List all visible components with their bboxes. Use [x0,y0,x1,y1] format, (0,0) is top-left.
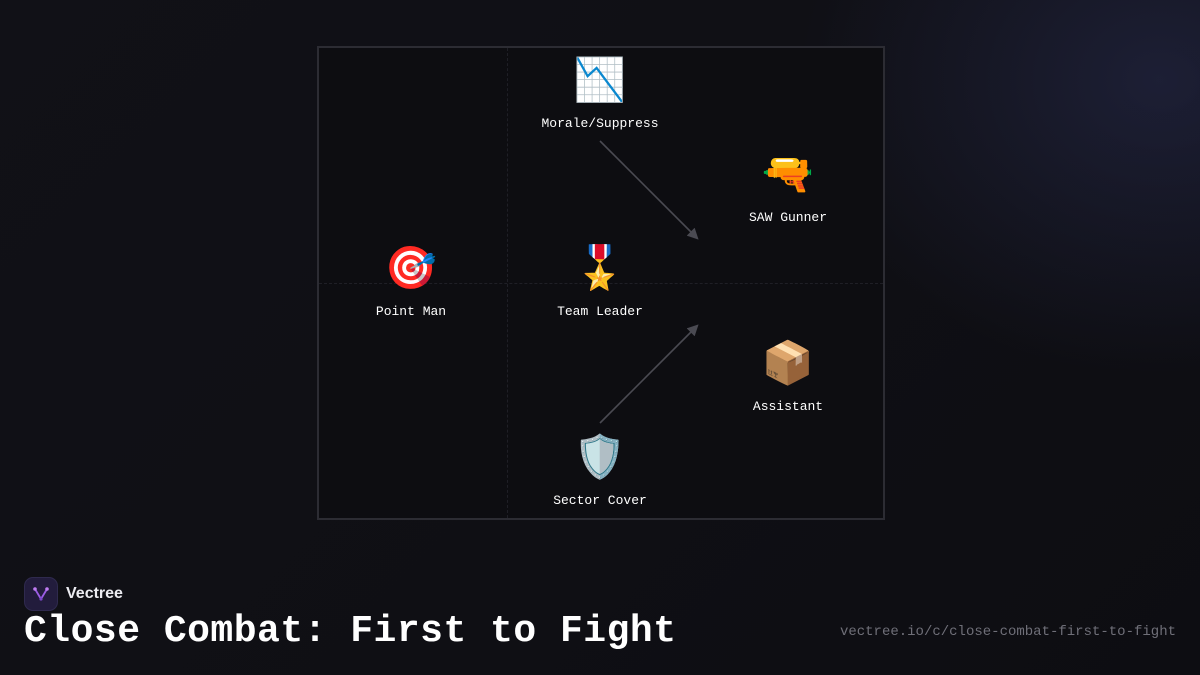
node-label-morale: Morale/Suppress [541,116,659,131]
package-icon: 📦 [761,338,815,387]
node-label-team-leader: Team Leader [557,304,643,319]
chart-decreasing-icon: 📉 [573,55,627,104]
page-title: Close Combat: First to Fight [24,610,677,653]
grid-line-horizontal [319,283,883,284]
shield-icon: 🛡️ [573,432,627,481]
vectree-logo-icon [24,577,58,611]
target-icon: 🎯 [384,243,438,292]
node-label-sector-cover: Sector Cover [553,493,647,508]
node-label-point-man: Point Man [375,304,447,319]
brand[interactable]: Vectree [24,577,123,611]
water-pistol-icon: 🔫 [761,149,815,198]
diagram-board [317,46,885,520]
brand-name: Vectree [66,585,123,602]
node-label-assistant: Assistant [752,399,824,414]
page-url[interactable]: vectree.io/c/close-combat-first-to-fight [839,624,1176,640]
military-medal-icon: 🎖️ [573,243,627,292]
node-label-saw-gunner: SAW Gunner [748,210,827,225]
